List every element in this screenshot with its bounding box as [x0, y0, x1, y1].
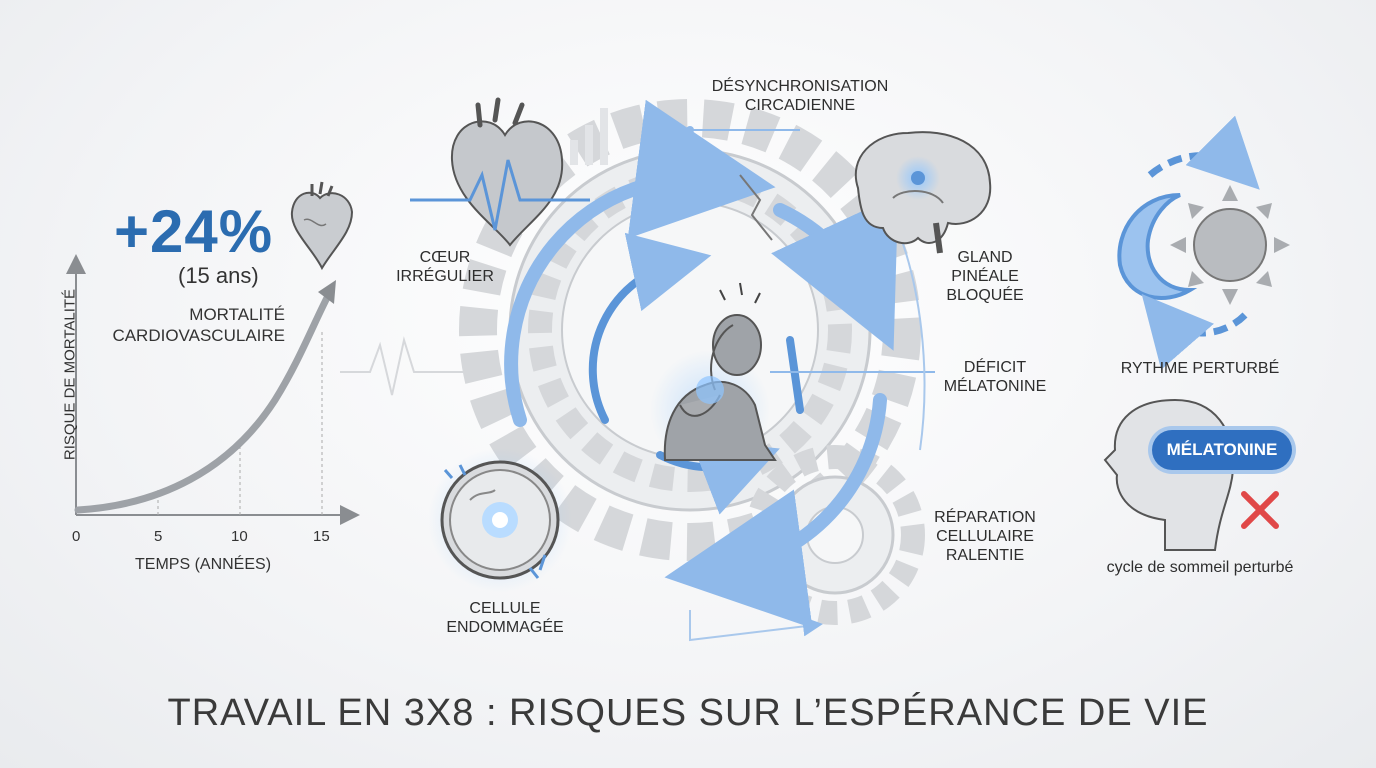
stat-label-line2: CARDIOVASCULAIRE	[112, 326, 285, 345]
cell-icon	[428, 448, 572, 592]
x-axis-label: TEMPS (ANNÉES)	[135, 556, 272, 573]
x-tick-15: 15	[313, 528, 330, 545]
ecg-line-bg	[340, 336, 470, 396]
faint-bars	[570, 108, 608, 165]
rhythm-caption: RYTHME PERTURBÉ	[1120, 360, 1280, 377]
risk-curve-arrowhead	[318, 280, 336, 304]
bottom-arc	[689, 610, 823, 642]
page-title: TRAVAIL EN 3X8 : RISQUES SUR L’ESPÉRANCE…	[167, 692, 1209, 734]
melatonin-deficit-label: DÉFICIT MÉLATONINE	[943, 359, 1047, 395]
pineal-label: GLAND PINÉALE BLOQUÉE	[946, 249, 1024, 304]
cell-label: CELLULE ENDOMMAGÉE	[446, 600, 564, 636]
brain-icon	[854, 131, 992, 254]
mortality-chart	[66, 254, 360, 525]
gear-icon-small	[745, 445, 925, 625]
heart-label: CŒUR IRRÉGULIER	[396, 249, 494, 285]
rhythm-arrows	[1141, 115, 1260, 370]
desync-label: DÉSYNCHRONISATION CIRCADIENNE	[711, 78, 889, 114]
melatonin-pill: MÉLATONINE	[1152, 430, 1292, 470]
stat-value: +24%	[114, 198, 274, 265]
person-icon	[650, 282, 777, 470]
x-tick-10: 10	[231, 528, 248, 545]
heart-icon	[290, 181, 354, 271]
cross-icon	[1241, 491, 1279, 529]
sleep-caption: cycle de sommeil perturbé	[1106, 559, 1294, 576]
x-tick-0: 0	[72, 528, 81, 545]
head-profile-icon	[1103, 398, 1235, 551]
stat-label-line1: MORTALITÉ	[189, 305, 285, 324]
heart-icon-ecg	[410, 97, 590, 247]
risk-curve	[74, 288, 334, 514]
y-axis-label: RISQUE DE MORTALITÉ	[61, 288, 79, 461]
repair-label: RÉPARATION CELLULAIRE RALENTIE	[934, 509, 1036, 564]
sun-icon	[1170, 185, 1290, 305]
gear-crack	[739, 174, 773, 241]
moon-icon	[1117, 193, 1198, 300]
stat-label: MORTALITÉ CARDIOVASCULAIRE	[110, 304, 285, 346]
stat-period: (15 ans)	[178, 263, 259, 288]
x-tick-5: 5	[154, 528, 163, 545]
